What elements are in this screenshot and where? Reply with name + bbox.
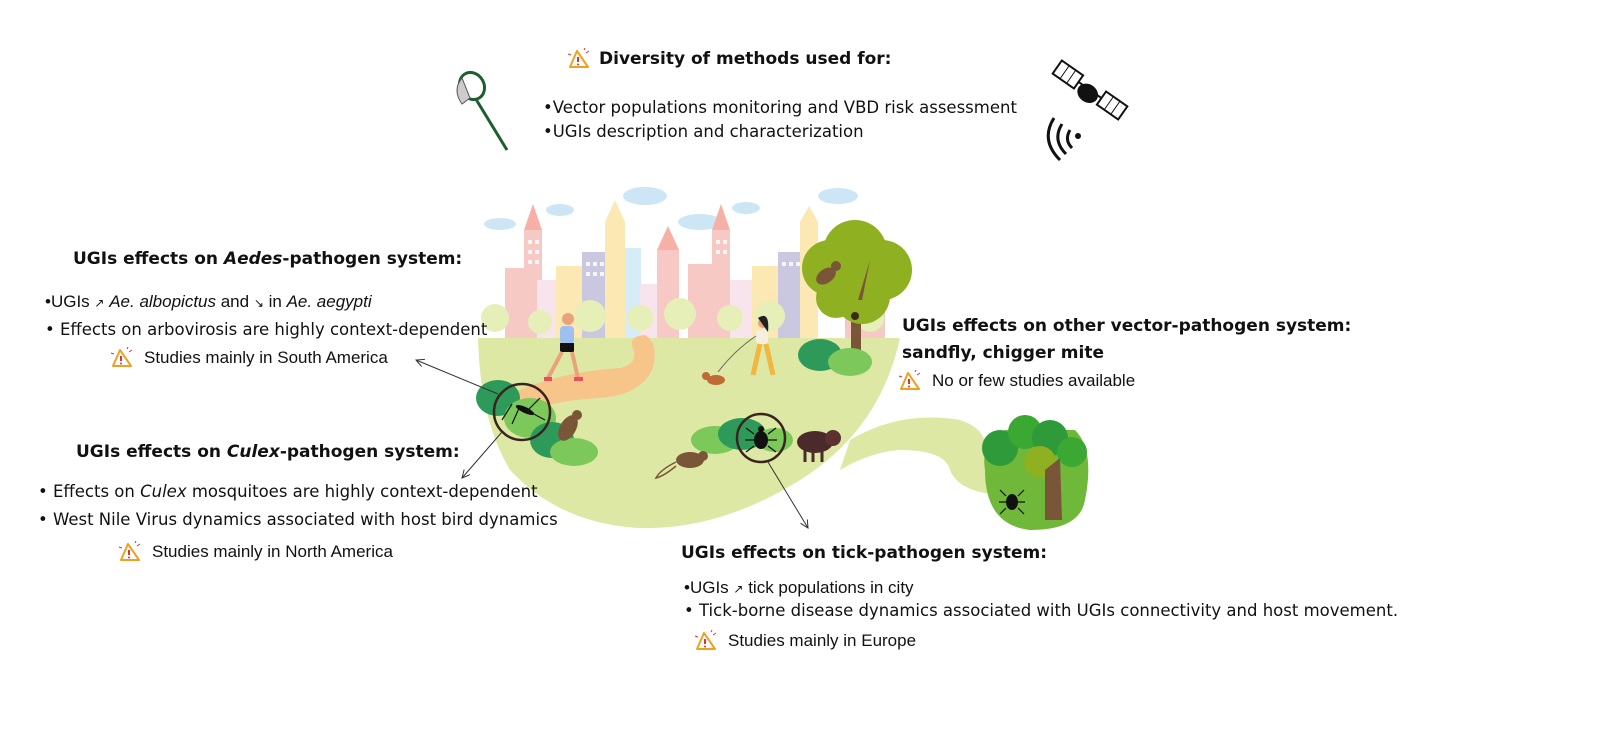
warning-icon — [118, 541, 142, 563]
tick-icon — [745, 426, 777, 453]
wild-boar-icon — [797, 430, 841, 462]
callout-arrows — [416, 360, 808, 528]
culex-warning: Studies mainly in North America — [118, 541, 393, 563]
tick-warning: Studies mainly in Europe — [694, 630, 916, 652]
mouse-icon — [654, 451, 708, 480]
tree-with-bird — [798, 220, 912, 376]
methods-title-row: Diversity of methods used for: — [567, 48, 891, 70]
methods-bullet: •Vector populations monitoring and VBD r… — [543, 98, 1017, 117]
aedes-title: UGIs effects on Aedes-pathogen system: — [73, 249, 463, 269]
culex-title: UGIs effects on Culex-pathogen system: — [76, 442, 460, 462]
increase-arrow-icon: ↗ — [733, 582, 744, 596]
green-corridor — [840, 417, 1010, 495]
warning-icon — [694, 630, 718, 652]
other-vectors-warning: No or few studies available — [898, 370, 1135, 392]
city-skyline — [481, 187, 885, 340]
culex-bullet-1: • Effects on Culex mosquitoes are highly… — [38, 482, 538, 501]
aedes-bullet-2: • Effects on arbovirosis are highly cont… — [45, 320, 488, 339]
warning-icon — [567, 48, 591, 70]
woman-walking-dog — [702, 315, 776, 385]
aedes-bullet-1: •UGIs ↗ Ae. albopictus and ↘ in Ae. aegy… — [45, 292, 372, 311]
decrease-arrow-icon: ↘ — [253, 296, 264, 310]
mosquito-icon — [501, 397, 546, 425]
other-vectors-title: UGIs effects on other vector-pathogen sy… — [902, 316, 1352, 363]
tick-bullet-2: • Tick-borne disease dynamics associated… — [684, 601, 1399, 620]
methods-title: Diversity of methods used for: — [599, 49, 892, 69]
tick-title: UGIs effects on tick-pathogen system: — [681, 543, 1048, 563]
forest-patch-with-deer-and-tick — [982, 415, 1089, 530]
park-path — [515, 335, 655, 410]
tick-bullet-1: •UGIs ↗ tick populations in city — [684, 578, 914, 597]
methods-bullet: •UGIs description and characterization — [543, 122, 864, 141]
tick-magnifier — [654, 412, 841, 480]
increase-arrow-icon: ↗ — [94, 296, 105, 310]
warning-icon — [110, 347, 134, 369]
jogger — [544, 313, 583, 381]
culex-bullet-2: • West Nile Virus dynamics associated wi… — [38, 510, 558, 529]
insect-net-icon — [456, 70, 509, 151]
bird-icon — [558, 410, 582, 441]
warning-icon — [898, 370, 922, 392]
aedes-warning: Studies mainly in South America — [110, 347, 388, 369]
satellite-icon — [1046, 59, 1129, 162]
